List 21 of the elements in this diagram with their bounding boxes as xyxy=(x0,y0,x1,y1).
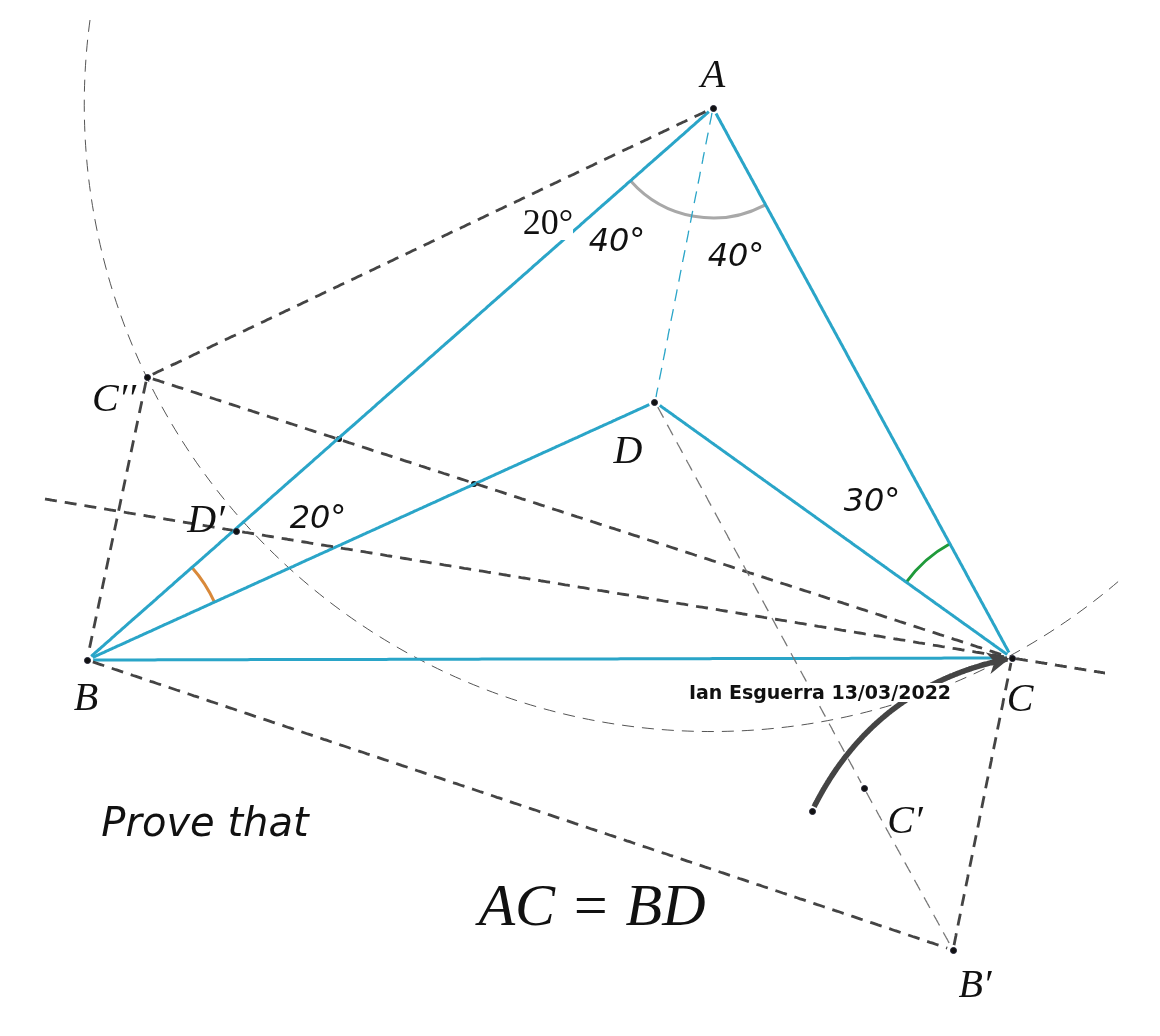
dashed-line xyxy=(657,406,862,784)
point-label: B′ xyxy=(958,964,992,1004)
dashed-line xyxy=(152,109,708,376)
dashed-line xyxy=(952,662,1013,946)
point-label: B xyxy=(73,677,99,717)
segment-line xyxy=(658,404,1009,656)
segment-line xyxy=(714,112,1011,654)
point-label: C′ xyxy=(887,800,923,840)
point-label: C xyxy=(1006,678,1034,718)
curved-arrow xyxy=(811,652,1010,809)
point-label: C′′ xyxy=(91,378,137,418)
point-label: A xyxy=(700,54,726,94)
segment-line xyxy=(90,110,710,658)
segment-line xyxy=(92,403,650,659)
point-label: D xyxy=(613,430,643,470)
point-label: D′ xyxy=(187,499,225,539)
author-date-note: Ian Esguerra 13/03/2022 xyxy=(688,682,952,702)
dashed-line xyxy=(1014,657,1107,675)
dashed-line xyxy=(44,497,234,532)
dashed-line xyxy=(92,660,948,950)
dashed-line xyxy=(655,112,713,398)
